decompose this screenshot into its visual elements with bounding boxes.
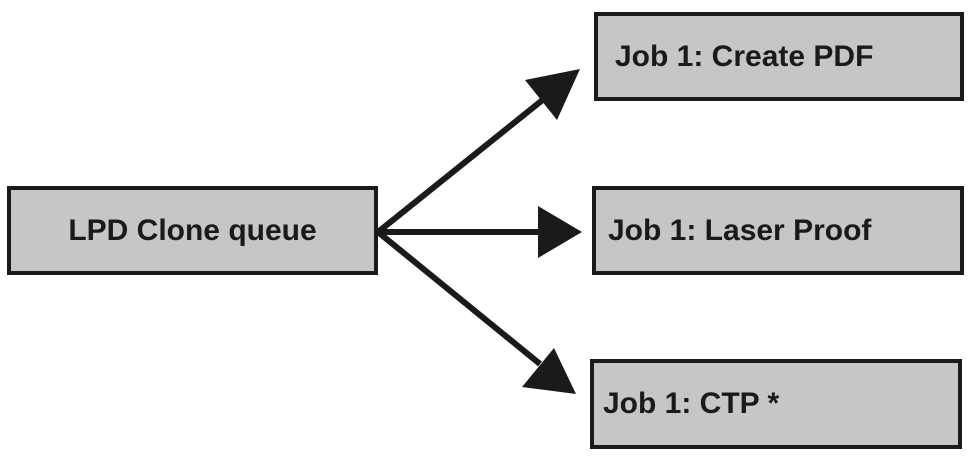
job-label-create-pdf: Job 1: Create PDF (615, 39, 874, 73)
source-queue-label: LPD Clone queue (68, 213, 317, 247)
job-label-ctp: Job 1: CTP * (603, 387, 780, 420)
job-box-ctp: Job 1: CTP * (590, 359, 962, 449)
source-queue-box: LPD Clone queue (7, 186, 378, 275)
arrowhead-create-pdf (525, 69, 580, 120)
arrow-line-ctp (376, 229, 542, 367)
job-label-laser-proof: Job 1: Laser Proof (608, 213, 872, 247)
job-box-laser-proof: Job 1: Laser Proof (592, 186, 964, 275)
arrowhead-laser-proof (538, 206, 582, 258)
arrowhead-ctp (522, 348, 576, 394)
arrow-line-create-pdf (376, 95, 547, 235)
job-box-create-pdf: Job 1: Create PDF (594, 12, 964, 101)
